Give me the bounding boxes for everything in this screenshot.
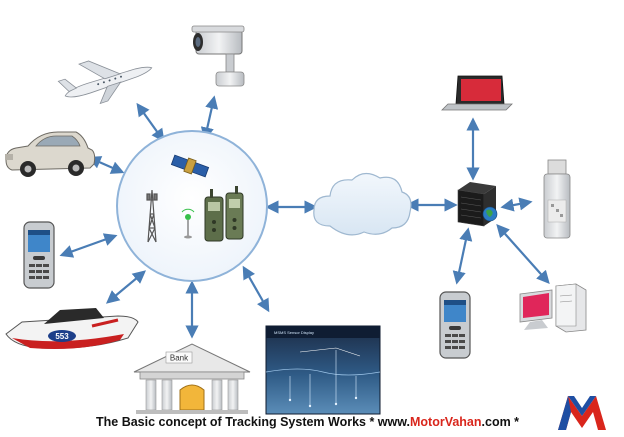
server-icon <box>457 182 498 227</box>
mobile-phone-left-icon <box>23 221 55 289</box>
bank-icon: Bank <box>133 343 251 414</box>
car-icon <box>5 131 96 177</box>
speedboat-icon: 553 <box>5 308 139 349</box>
mobile-phone-right-icon <box>439 291 471 359</box>
arrow-hub-boat <box>105 270 147 304</box>
sensor-display-screen: MSMS Sensor Display <box>265 325 381 415</box>
arrow-hub-phone-left <box>59 233 118 258</box>
diagram-caption: The Basic concept of Tracking System Wor… <box>96 415 519 429</box>
bank-sign-label: Bank <box>170 354 189 363</box>
tracking-hub <box>116 130 268 282</box>
desktop-computer-icon <box>519 283 587 333</box>
motorvahan-logo <box>558 396 606 430</box>
arrow-hub-airplane <box>136 102 165 143</box>
cctv-camera-icon <box>191 25 245 87</box>
gps-tracker-device-icon <box>204 186 244 242</box>
caption-brand[interactable]: MotorVahan <box>409 415 482 429</box>
arrow-server-usb <box>500 197 533 212</box>
boat-number-label: 553 <box>55 332 69 341</box>
usb-stick-icon <box>543 159 571 239</box>
arrow-server-desktop <box>496 224 550 284</box>
arrow-hub-screen <box>242 265 270 313</box>
caption-suffix: .com * <box>481 415 520 429</box>
cloud-icon <box>313 172 412 236</box>
arrow-hub-car <box>87 156 125 174</box>
arrow-hub-camera <box>200 95 219 141</box>
cell-tower-icon <box>146 189 158 243</box>
laptop-icon <box>441 75 513 111</box>
airplane-icon <box>57 60 153 105</box>
gps-antenna-icon <box>181 208 195 239</box>
screen-title-label: MSMS Sensor Display <box>274 330 314 335</box>
arrow-server-phone-right <box>452 227 473 285</box>
connection-arrows <box>59 95 550 339</box>
satellite-icon <box>170 154 210 178</box>
caption-prefix: The Basic concept of Tracking System Wor… <box>96 415 410 429</box>
